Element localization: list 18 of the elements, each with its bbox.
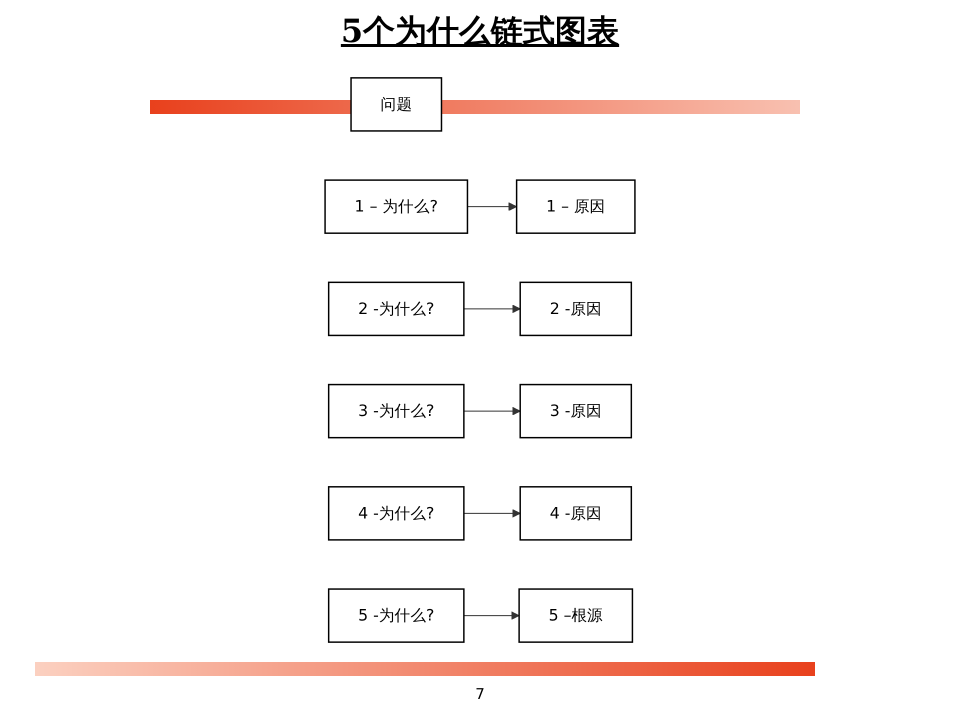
arrow bbox=[463, 304, 521, 314]
arrow bbox=[463, 509, 521, 518]
node-box: 1 – 原因 bbox=[516, 179, 636, 234]
node-box: 5 –根源 bbox=[518, 588, 634, 643]
node-box: 1 – 为什么? bbox=[324, 179, 468, 234]
page-number: 7 bbox=[475, 685, 485, 703]
node-box: 问题 bbox=[350, 77, 442, 132]
node-box: 3 -原因 bbox=[519, 384, 632, 438]
node-box: 4 -为什么? bbox=[328, 486, 465, 541]
node-box: 2 -原因 bbox=[519, 282, 632, 336]
arrow bbox=[463, 406, 521, 416]
node-box: 4 -原因 bbox=[519, 486, 632, 541]
arrow bbox=[463, 611, 520, 620]
arrow bbox=[466, 202, 517, 211]
node-box: 3 -为什么? bbox=[328, 384, 465, 438]
node-box: 5 -为什么? bbox=[328, 588, 465, 643]
title: 5个为什么链式图表 bbox=[340, 11, 620, 52]
node-box: 2 -为什么? bbox=[328, 282, 465, 336]
